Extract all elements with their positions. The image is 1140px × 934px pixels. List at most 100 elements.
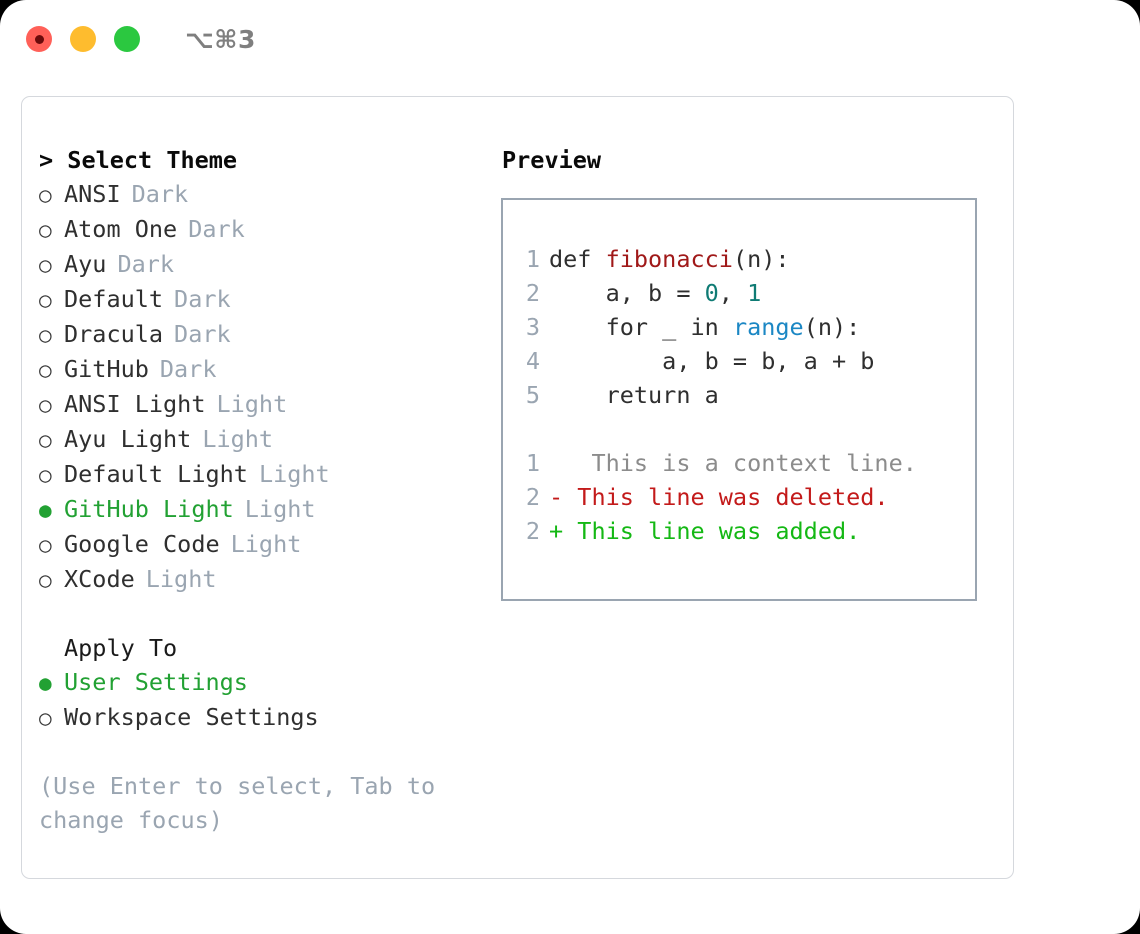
code-token: , — [718, 279, 748, 307]
code-content: for _ in range(n): — [549, 310, 861, 344]
theme-variant-tag: Dark — [174, 285, 231, 313]
code-blank-line — [503, 412, 975, 446]
apply-to-label: Workspace Settings — [64, 703, 319, 731]
apply-to-label: User Settings — [64, 668, 248, 696]
window-controls — [26, 26, 140, 52]
code-line: 5 return a — [503, 378, 975, 412]
maximize-button-icon[interactable] — [114, 26, 140, 52]
line-number: 1 — [525, 245, 540, 273]
theme-name: Ayu — [64, 250, 107, 278]
panel-columns: > Select Theme ○ ANSI Dark ○ Atom One Da… — [22, 97, 1013, 837]
radio-icon[interactable]: ○ — [39, 428, 52, 452]
theme-list-item[interactable]: ○ XCode Light — [39, 562, 501, 597]
theme-picker-column: > Select Theme ○ ANSI Dark ○ Atom One Da… — [22, 143, 501, 837]
theme-name: Default — [64, 285, 164, 313]
main-panel: > Select Theme ○ ANSI Dark ○ Atom One Da… — [21, 96, 1014, 879]
theme-variant-tag: Dark — [174, 320, 231, 348]
line-number: 5 — [525, 381, 540, 409]
diff-sample: 1 This is a context line. 2 - This line … — [503, 446, 975, 548]
code-line: 2 a, b = 0, 1 — [503, 276, 975, 310]
theme-list-item[interactable]: ○ Default Light Light — [39, 457, 501, 492]
line-number: 3 — [525, 313, 540, 341]
code-content: def fibonacci(n): — [549, 242, 790, 276]
diff-line-added: 2 + This line was added. — [503, 514, 975, 548]
code-token: (n): — [732, 245, 790, 273]
close-button-icon[interactable] — [26, 26, 52, 52]
title-bar: ⌥⌘3 — [0, 0, 1140, 78]
theme-list-item[interactable]: ○ Atom One Dark — [39, 212, 501, 247]
theme-variant-tag: Light — [244, 495, 316, 523]
radio-icon[interactable]: ○ — [39, 288, 52, 312]
code-token: return a — [549, 381, 719, 409]
code-token-builtin: range — [732, 313, 804, 341]
theme-name: Default Light — [64, 460, 248, 488]
theme-list-item[interactable]: ○ Dracula Dark — [39, 317, 501, 352]
line-number: 2 — [525, 483, 540, 511]
line-number: 1 — [525, 449, 540, 477]
diff-sign — [549, 446, 563, 480]
radio-icon-selected[interactable]: ● — [39, 498, 52, 522]
diff-text: This line was deleted. — [563, 483, 889, 511]
minimize-button-icon[interactable] — [70, 26, 96, 52]
line-number: 2 — [525, 279, 540, 307]
radio-icon[interactable]: ○ — [39, 253, 52, 277]
theme-list-item[interactable]: ○ Ayu Dark — [39, 247, 501, 282]
diff-sign: + — [549, 517, 564, 545]
radio-icon[interactable]: ○ — [39, 218, 52, 242]
theme-variant-tag: Dark — [188, 215, 245, 243]
code-line: 4 a, b = b, a + b — [503, 344, 975, 378]
theme-list-item[interactable]: ○ GitHub Dark — [39, 352, 501, 387]
radio-icon[interactable]: ○ — [39, 183, 52, 207]
radio-icon-selected[interactable]: ● — [39, 671, 52, 695]
theme-name: GitHub Light — [64, 495, 234, 523]
preview-box: 1 def fibonacci(n): 2 a, b = 0, 1 3 for … — [501, 198, 977, 601]
theme-list-item[interactable]: ○ ANSI Dark — [39, 177, 501, 212]
radio-icon[interactable]: ○ — [39, 393, 52, 417]
radio-icon[interactable]: ○ — [39, 463, 52, 487]
diff-text: This line was added. — [563, 517, 861, 545]
apply-to-item-selected[interactable]: ● User Settings — [39, 665, 501, 700]
theme-name: Atom One — [64, 215, 178, 243]
theme-name: Google Code — [64, 530, 220, 558]
theme-variant-tag: Dark — [159, 355, 217, 383]
theme-name: Ayu Light — [64, 425, 192, 453]
diff-line-deleted: 2 - This line was deleted. — [503, 480, 975, 514]
code-token: a, b = — [549, 279, 705, 307]
theme-name: ANSI — [64, 180, 121, 208]
code-token: a, b = b, a + b — [549, 347, 875, 375]
keyboard-hint-text: (Use Enter to select, Tab to change focu… — [39, 772, 436, 834]
theme-name: GitHub — [64, 355, 149, 383]
theme-list-item-selected[interactable]: ● GitHub Light Light — [39, 492, 501, 527]
theme-variant-tag: Light — [230, 530, 302, 558]
radio-icon[interactable]: ○ — [39, 706, 52, 730]
code-token-number: 1 — [747, 279, 762, 307]
select-theme-header: > Select Theme — [39, 146, 238, 174]
theme-variant-tag: Light — [258, 460, 330, 488]
theme-variant-tag: Dark — [131, 180, 189, 208]
radio-icon[interactable]: ○ — [39, 358, 52, 382]
theme-list-item[interactable]: ○ Google Code Light — [39, 527, 501, 562]
code-content: a, b = b, a + b — [549, 344, 874, 378]
line-number: 2 — [525, 517, 540, 545]
code-token-function: fibonacci — [605, 245, 733, 273]
code-line: 1 def fibonacci(n): — [503, 242, 975, 276]
diff-text: This is a context line. — [563, 449, 917, 477]
theme-list-item[interactable]: ○ ANSI Light Light — [39, 387, 501, 422]
apply-to-list: ● User Settings ○ Workspace Settings — [39, 665, 501, 735]
theme-variant-tag: Dark — [117, 250, 175, 278]
code-sample: 1 def fibonacci(n): 2 a, b = 0, 1 3 for … — [503, 242, 975, 412]
theme-list-item[interactable]: ○ Default Dark — [39, 282, 501, 317]
radio-icon[interactable]: ○ — [39, 533, 52, 557]
diff-sign: - — [549, 483, 564, 511]
apply-to-item[interactable]: ○ Workspace Settings — [39, 700, 501, 735]
code-content: return a — [549, 378, 719, 412]
keyboard-shortcut-label: ⌥⌘3 — [185, 24, 256, 54]
radio-icon[interactable]: ○ — [39, 323, 52, 347]
theme-variant-tag: Light — [145, 565, 217, 593]
theme-list-item[interactable]: ○ Ayu Light Light — [39, 422, 501, 457]
radio-icon[interactable]: ○ — [39, 568, 52, 592]
line-number: 4 — [525, 347, 540, 375]
apply-to-header: Apply To — [64, 634, 178, 662]
theme-name: ANSI Light — [64, 390, 206, 418]
